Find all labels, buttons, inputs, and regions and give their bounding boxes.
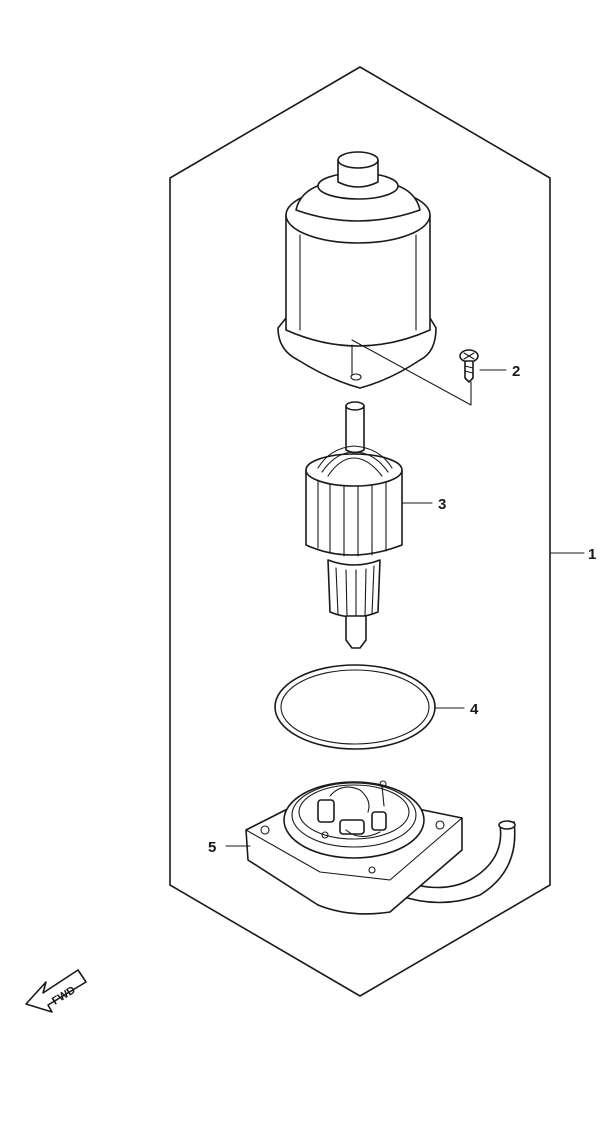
callout-4: 4 xyxy=(434,701,479,718)
callout-5-label: 5 xyxy=(208,839,216,856)
callout-4-label: 4 xyxy=(470,701,479,718)
callout-3-label: 3 xyxy=(438,496,446,513)
callout-1-label: 1 xyxy=(588,546,596,563)
motor-housing xyxy=(277,151,437,389)
callout-5: 5 xyxy=(208,839,251,856)
flange-hole xyxy=(350,373,362,381)
callout-2: 2 xyxy=(479,363,520,380)
o-ring xyxy=(274,664,436,750)
callout-3: 3 xyxy=(401,496,446,513)
fwd-arrow-icon: FWD xyxy=(25,969,87,1013)
fastener-reference-line xyxy=(351,339,472,406)
callout-1: 1 xyxy=(549,546,596,563)
assembly-outline xyxy=(169,66,551,997)
armature xyxy=(305,401,403,649)
brush-holder-base xyxy=(245,780,516,915)
screw xyxy=(459,349,479,383)
callout-2-label: 2 xyxy=(512,363,520,380)
